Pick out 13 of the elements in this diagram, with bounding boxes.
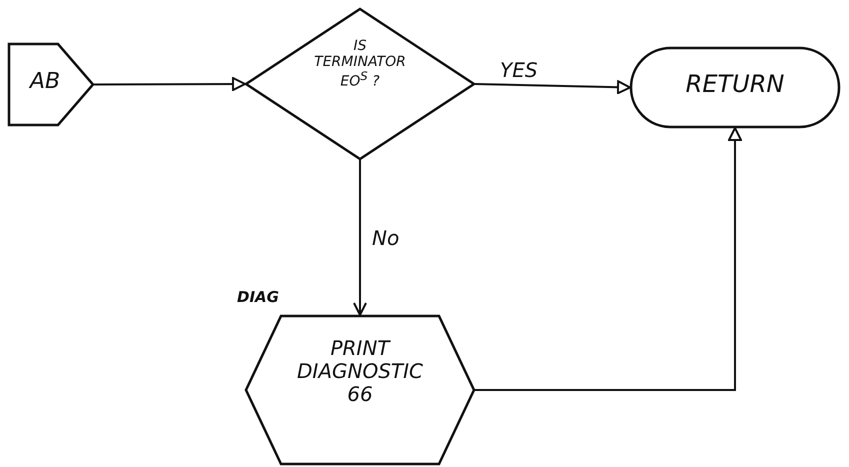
node-label: RETURN (684, 71, 786, 99)
arrow (94, 77, 246, 92)
terminal-box (630, 47, 840, 128)
arrow (353, 160, 367, 316)
decision-diamond (245, 8, 475, 160)
node-label: AB (28, 69, 62, 94)
node-label: PRINT DIAGNOSTIC 66 (296, 337, 424, 406)
arrow (474, 80, 631, 94)
arrow (475, 127, 742, 391)
connector-pentagon (8, 43, 94, 126)
node-caption: DIAG (237, 288, 279, 306)
process-hexagon (245, 315, 475, 465)
node-label: IS TERMINATOR EO$^{S}$ ? (313, 38, 407, 90)
